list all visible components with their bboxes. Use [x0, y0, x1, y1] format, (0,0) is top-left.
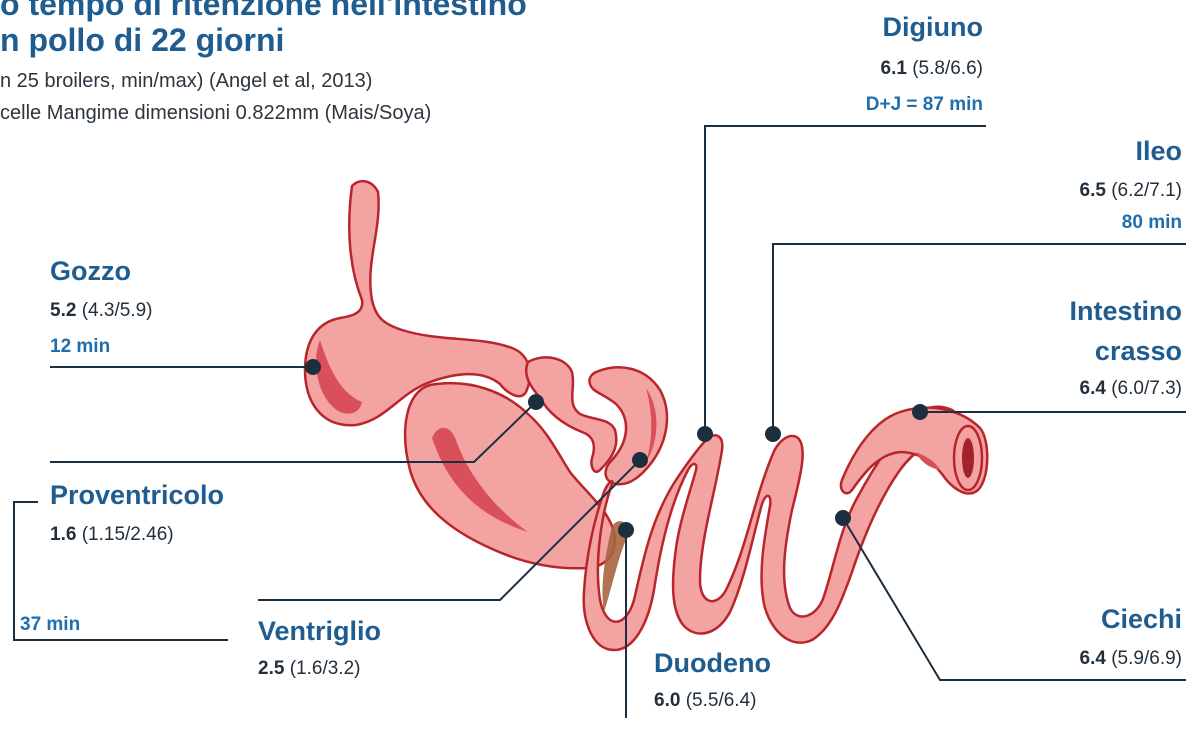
gozzo-ph: 5.2 (4.3/5.9) [50, 300, 152, 322]
proventricolo-label: Proventricolo [50, 480, 224, 511]
intestino-ph: 6.4 (6.0/7.3) [1080, 378, 1182, 400]
gizzard-shape [405, 383, 615, 568]
ileo-label: Ileo [1135, 136, 1182, 167]
gozzo-label: Gozzo [50, 256, 131, 287]
ileo-ph: 6.5 (6.2/7.1) [1080, 180, 1182, 202]
ileo-ph-range: (6.2/7.1) [1111, 180, 1182, 201]
digiuno-marker-dot [697, 426, 713, 442]
intestino-label-line-1: Intestino [1070, 296, 1183, 327]
digiuno-ph-value: 6.1 [881, 58, 907, 79]
ciechi-ph-range: (5.9/6.9) [1111, 648, 1182, 669]
intestino-label-line-2: crasso [1095, 336, 1182, 367]
gozzo-ph-range: (4.3/5.9) [82, 300, 153, 321]
digiuno-label: Digiuno [883, 12, 983, 43]
intestino-ph-value: 6.4 [1080, 378, 1106, 399]
ventriglio-marker-dot [632, 452, 648, 468]
digiuno-time: D+J = 87 min [866, 94, 983, 116]
gozzo-marker-dot [305, 359, 321, 375]
duodeno-ph: 6.0 (5.5/6.4) [654, 690, 756, 712]
ventriglio-label: Ventriglio [258, 616, 381, 647]
proventricolo-ph-range: (1.15/2.46) [82, 524, 174, 545]
digiuno-ph: 6.1 (5.8/6.6) [881, 58, 983, 80]
duodeno-marker-dot [618, 522, 634, 538]
ventriglio-ph-value: 2.5 [258, 658, 284, 679]
gozzo-ph-value: 5.2 [50, 300, 76, 321]
duodeno-ph-value: 6.0 [654, 690, 680, 711]
cloaca-inner-shape [962, 438, 974, 478]
intestino-ph-range: (6.0/7.3) [1111, 378, 1182, 399]
digiuno-leader-line [705, 126, 986, 434]
ciechi-ph-value: 6.4 [1080, 648, 1106, 669]
ciechi-ph: 6.4 (5.9/6.9) [1080, 648, 1182, 670]
proventricolo-time: 37 min [20, 614, 80, 636]
proventricolo-ph: 1.6 (1.15/2.46) [50, 524, 174, 546]
ventriglio-ph-range: (1.6/3.2) [290, 658, 361, 679]
duodeno-ph-range: (5.5/6.4) [686, 690, 757, 711]
proventricolo-ph-value: 1.6 [50, 524, 76, 545]
proventricolo-marker-dot [528, 394, 544, 410]
title-line-1: o tempo di ritenzione nell'intestino [0, 0, 527, 23]
digiuno-ph-range: (5.8/6.6) [912, 58, 983, 79]
subtitle-line-1: n 25 broilers, min/max) (Angel et al, 20… [0, 66, 372, 96]
ileo-marker-dot [765, 426, 781, 442]
duodeno-label: Duodeno [654, 648, 771, 679]
subtitle-line-2: celle Mangime dimensioni 0.822mm (Mais/S… [0, 98, 431, 128]
title-line-2: n pollo di 22 giorni [0, 22, 284, 59]
intestino-marker-dot [912, 404, 928, 420]
ciechi-label: Ciechi [1101, 604, 1182, 635]
ileo-ph-value: 6.5 [1080, 180, 1106, 201]
gozzo-time: 12 min [50, 336, 110, 358]
ileo-time: 80 min [1122, 212, 1182, 234]
ventriglio-ph: 2.5 (1.6/3.2) [258, 658, 360, 680]
ciechi-marker-dot [835, 510, 851, 526]
